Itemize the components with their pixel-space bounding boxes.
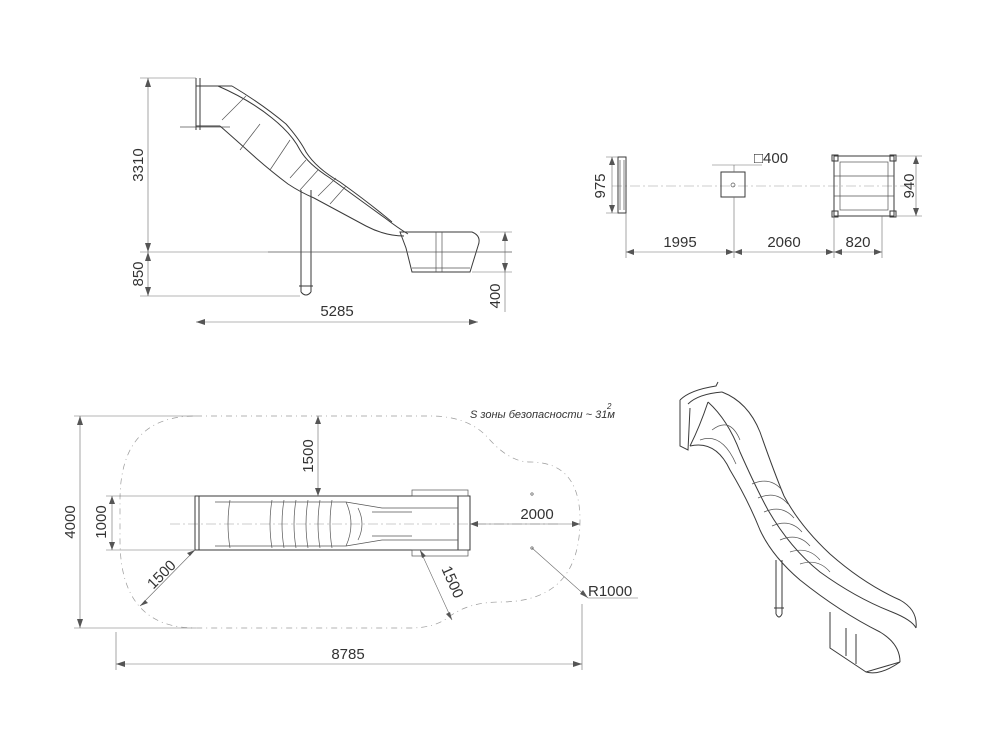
top-view: 975 940 □400 1995 2060 820 bbox=[592, 150, 922, 258]
side-exit-height-label: 400 bbox=[487, 283, 504, 308]
plan-view: S зоны безопасности ~ 31м 2 4000 1000 15… bbox=[62, 402, 638, 670]
safety-zone-outline bbox=[119, 415, 581, 629]
side-length-label: 5285 bbox=[320, 303, 353, 320]
top-width-right-label: 940 bbox=[901, 173, 918, 198]
top-span-2-label: 2060 bbox=[767, 234, 800, 251]
safety-zone-note-superscript: 2 bbox=[606, 402, 612, 411]
plan-total-length-label: 8785 bbox=[331, 646, 364, 663]
top-post-size-label: □400 bbox=[754, 150, 788, 167]
top-span-1-label: 1995 bbox=[663, 234, 696, 251]
plan-end-clearance-label: 2000 bbox=[520, 506, 553, 523]
side-height-upper-label: 3310 bbox=[130, 148, 147, 181]
top-width-left-label: 975 bbox=[592, 173, 609, 198]
safety-zone-note: S зоны безопасности ~ 31м bbox=[470, 409, 615, 421]
plan-side-clearance-label: 1500 bbox=[300, 439, 317, 472]
plan-corner-right-label: 1500 bbox=[438, 563, 467, 600]
plan-slide-width-label: 1000 bbox=[93, 505, 110, 538]
plan-zone-width-label: 4000 bbox=[62, 505, 79, 538]
top-span-3-label: 820 bbox=[845, 234, 870, 251]
isometric-view bbox=[679, 381, 917, 674]
plan-corner-radius-label: R1000 bbox=[588, 583, 632, 600]
side-view: 3310 850 400 5285 bbox=[130, 77, 512, 325]
side-height-lower-label: 850 bbox=[130, 261, 147, 286]
plan-corner-left-label: 1500 bbox=[144, 557, 180, 593]
